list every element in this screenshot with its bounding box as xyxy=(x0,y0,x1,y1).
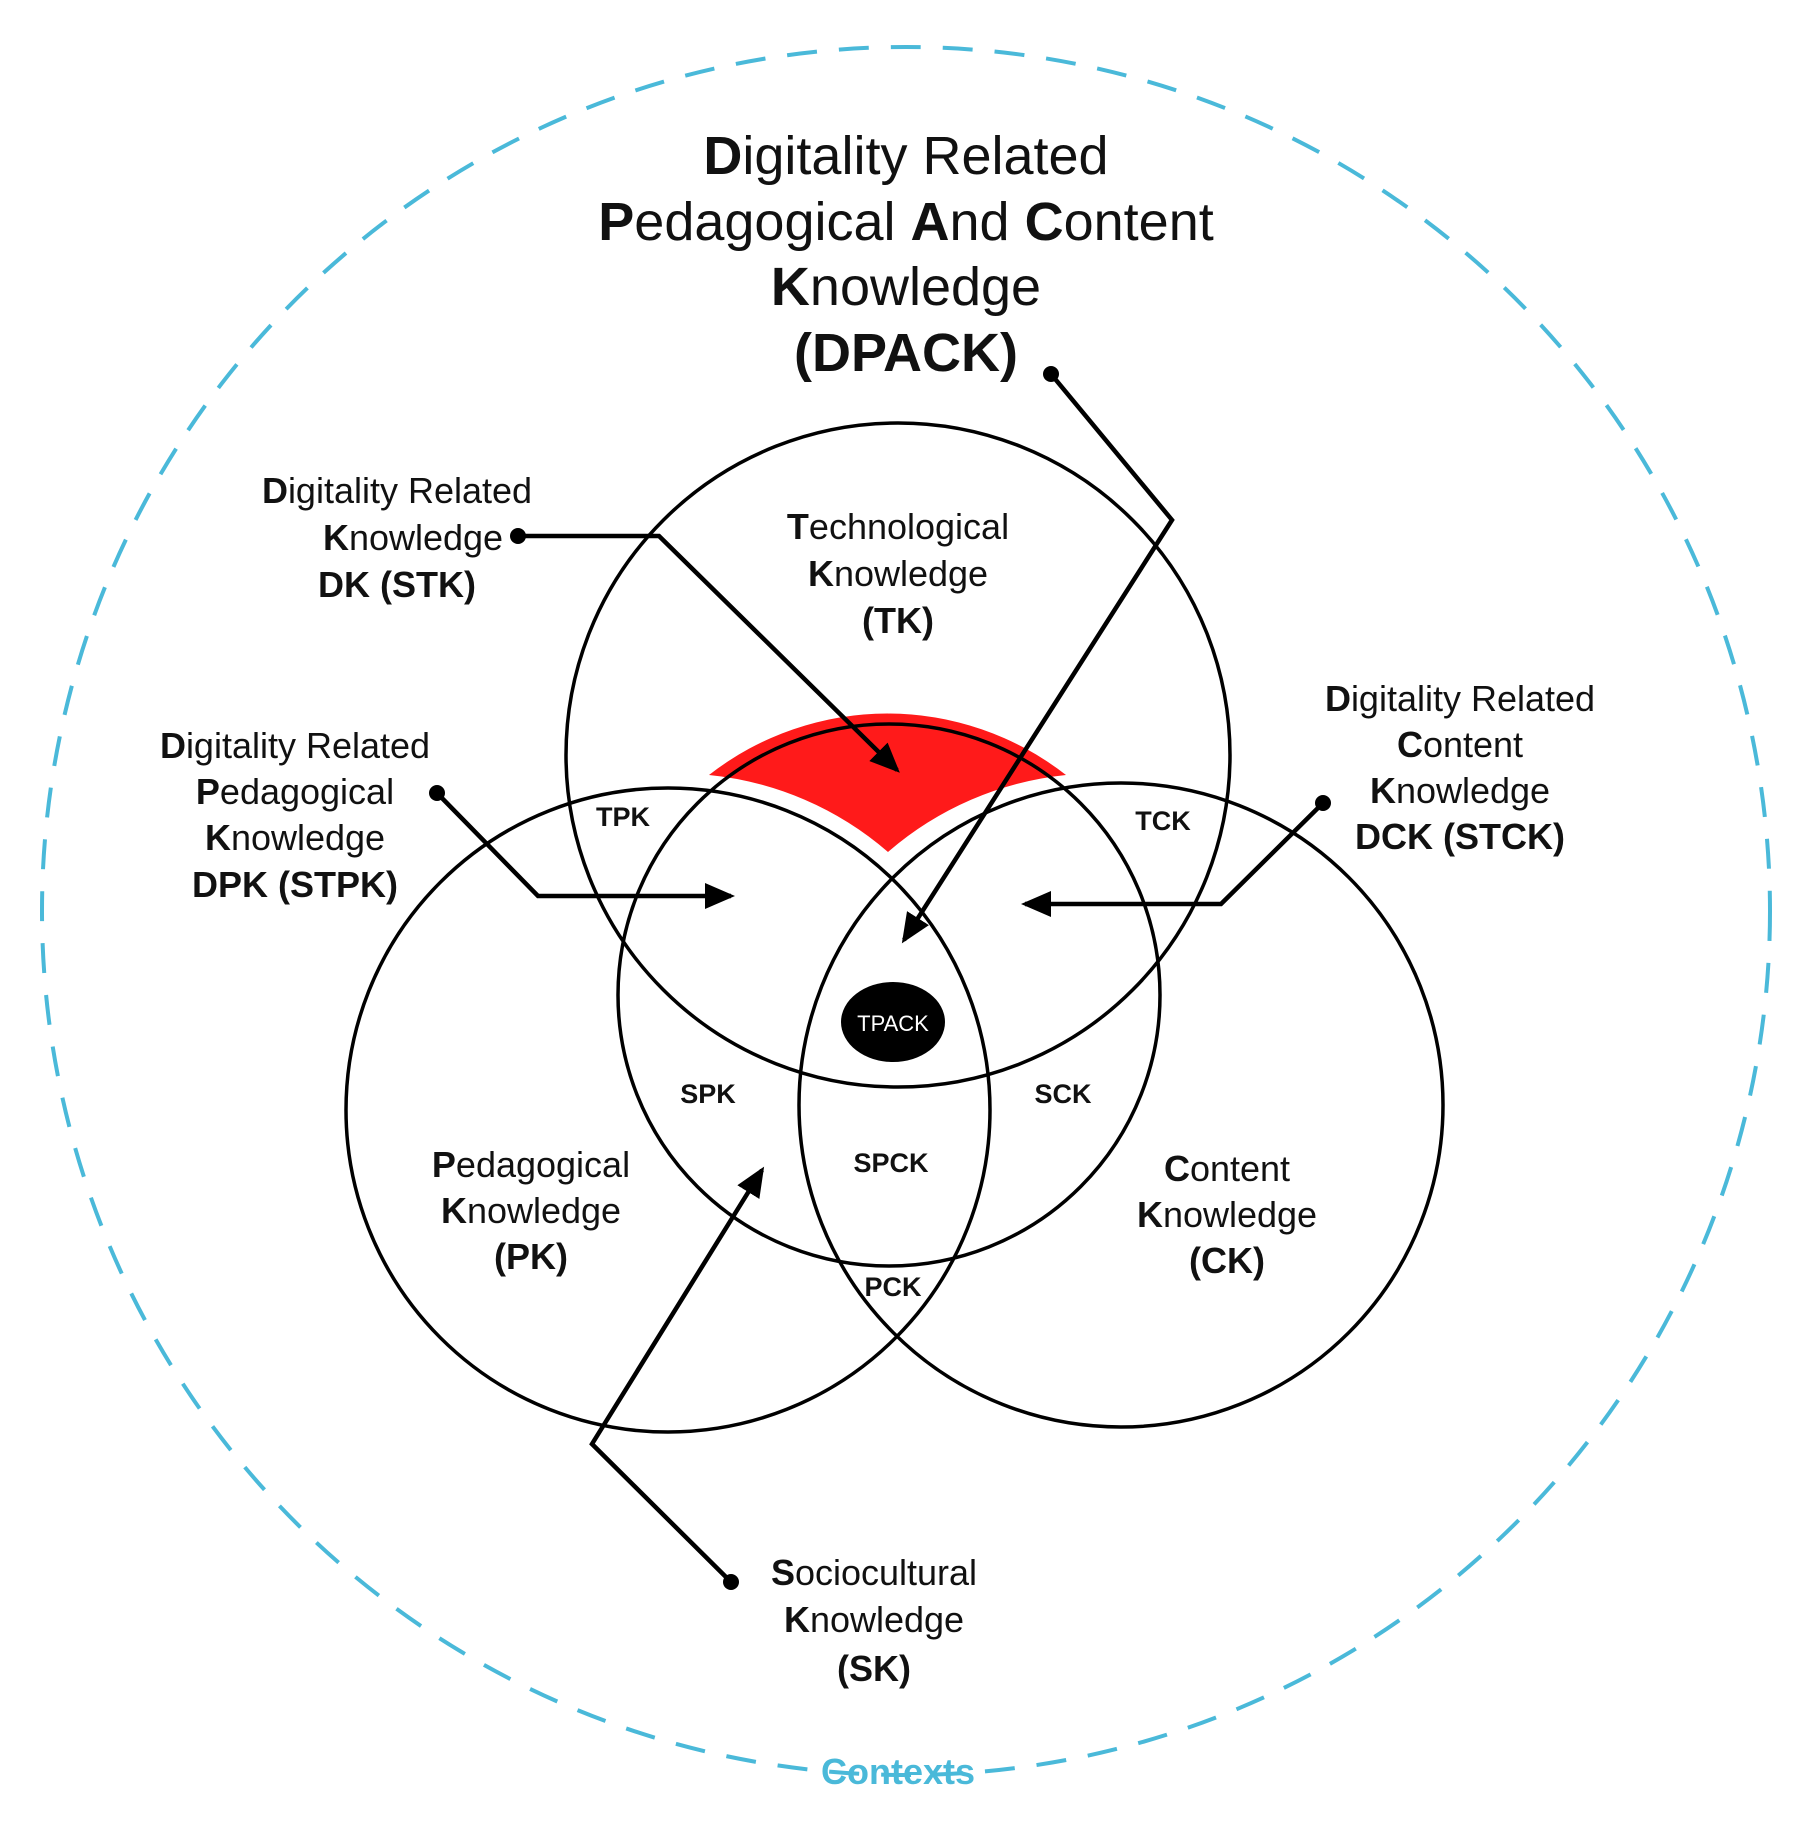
svg-text:Knowledge: Knowledge xyxy=(808,553,988,594)
content-knowledge-circle xyxy=(797,781,1445,1429)
sck-label: SCK xyxy=(1034,1079,1092,1109)
tpack-core xyxy=(841,982,945,1062)
svg-text:Knowledge: Knowledge xyxy=(1137,1194,1317,1235)
svg-text:Technological: Technological xyxy=(787,506,1009,547)
svg-text:Content: Content xyxy=(1164,1148,1290,1189)
svg-text:Pedagogical: Pedagogical xyxy=(432,1144,630,1185)
sk-callout: Sociocultural Knowledge (SK) xyxy=(589,1166,977,1689)
svg-text:Digitality Related: Digitality Related xyxy=(262,470,532,511)
svg-text:(DPACK): (DPACK) xyxy=(794,323,1018,383)
svg-text:Knowledge: Knowledge xyxy=(441,1190,621,1231)
svg-text:Knowledge: Knowledge xyxy=(205,817,385,858)
spk-label: SPK xyxy=(680,1079,736,1109)
svg-text:(TK): (TK) xyxy=(862,600,934,641)
digitality-knowledge-region xyxy=(709,713,1066,852)
svg-text:Pedagogical And Content: Pedagogical And Content xyxy=(598,192,1213,252)
svg-text:Knowledge: Knowledge xyxy=(323,517,503,558)
svg-text:DPK (STPK): DPK (STPK) xyxy=(192,864,398,905)
tpk-label: TPK xyxy=(596,802,651,832)
svg-text:Knowledge: Knowledge xyxy=(784,1599,964,1640)
svg-text:(CK): (CK) xyxy=(1189,1240,1265,1281)
contexts-ring xyxy=(40,45,1772,1777)
ck-label: Content Knowledge (CK) xyxy=(1137,1148,1317,1281)
dpack-title: Digitality Related Pedagogical And Conte… xyxy=(598,126,1213,383)
tpack-label: TPACK xyxy=(857,1011,929,1036)
dpack-callout xyxy=(901,366,1175,944)
svg-text:Sociocultural: Sociocultural xyxy=(771,1552,977,1593)
svg-text:(PK): (PK) xyxy=(494,1236,568,1277)
svg-text:DK (STK): DK (STK) xyxy=(318,564,476,605)
svg-text:(SK): (SK) xyxy=(837,1648,911,1689)
tck-label: TCK xyxy=(1135,806,1191,836)
dk-callout: Digitality Related Knowledge DK (STK) xyxy=(262,470,900,773)
spck-label: SPCK xyxy=(853,1148,929,1178)
pck-label: PCK xyxy=(864,1272,922,1302)
svg-text:Content: Content xyxy=(1397,724,1523,765)
pk-label: Pedagogical Knowledge (PK) xyxy=(432,1144,630,1277)
tk-label: Technological Knowledge (TK) xyxy=(787,506,1009,641)
svg-text:Digitality Related: Digitality Related xyxy=(1325,678,1595,719)
sociocultural-knowledge-circle xyxy=(616,722,1162,1268)
pedagogical-knowledge-circle xyxy=(344,786,992,1434)
dck-callout: Digitality Related Content Knowledge DCK… xyxy=(1021,678,1595,917)
dpk-callout: Digitality Related Pedagogical Knowledge… xyxy=(160,725,735,909)
svg-text:Knowledge: Knowledge xyxy=(771,257,1041,317)
svg-text:DCK (STCK): DCK (STCK) xyxy=(1355,816,1565,857)
technological-knowledge-circle xyxy=(564,421,1232,1089)
svg-text:Knowledge: Knowledge xyxy=(1370,770,1550,811)
svg-text:Pedagogical: Pedagogical xyxy=(196,771,394,812)
svg-text:Digitality Related: Digitality Related xyxy=(160,725,430,766)
svg-text:Digitality Related: Digitality Related xyxy=(703,126,1108,186)
contexts-label: Contexts xyxy=(821,1751,975,1792)
